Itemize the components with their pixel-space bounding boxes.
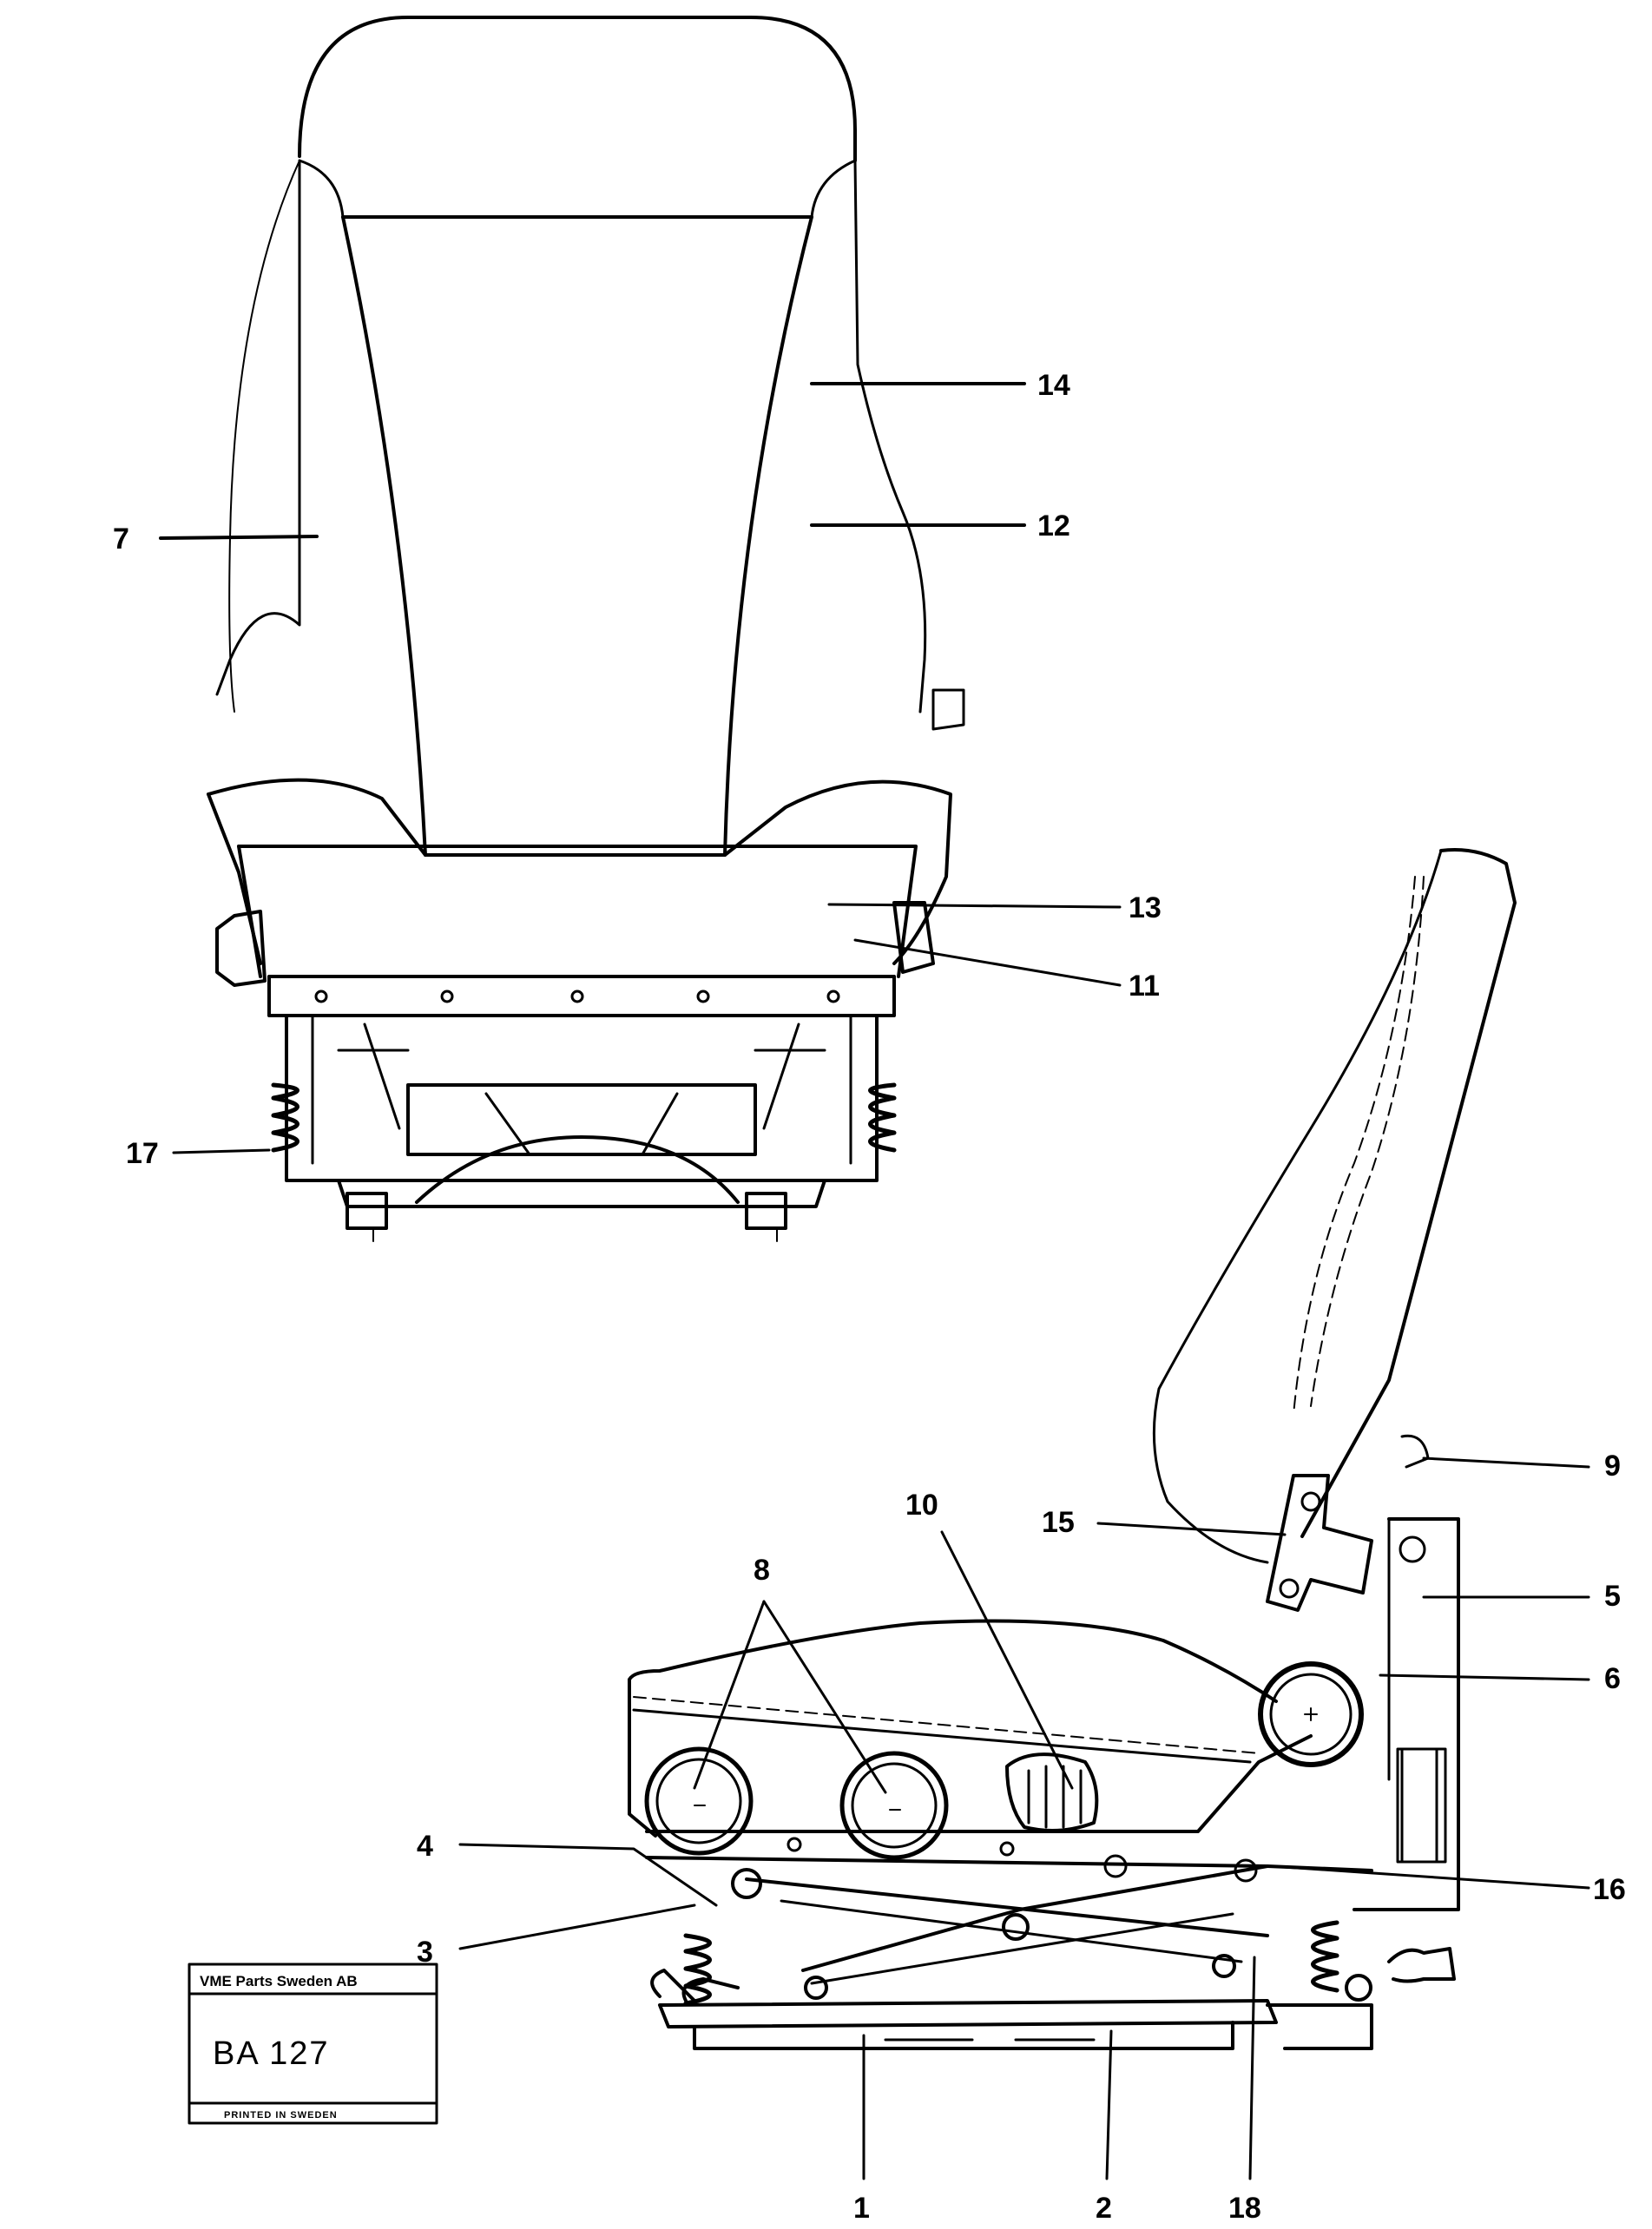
callout-2: 2 (1096, 2192, 1112, 2225)
left-adjust-knob (644, 1746, 754, 1856)
callout-16: 16 (1593, 1873, 1626, 1906)
callout-9: 9 (1604, 1450, 1621, 1483)
right-adjust-knob (839, 1751, 949, 1860)
callout-10: 10 (905, 1489, 938, 1522)
callout-5: 5 (1604, 1580, 1621, 1613)
side-view-seat (628, 848, 1517, 2050)
recline-knob (1258, 1661, 1364, 1767)
stamp-code: BA 127 (213, 2035, 330, 2072)
callout-8: 8 (754, 1554, 770, 1587)
callout-1: 1 (853, 2192, 870, 2225)
callout-labels: 1 2 3 4 5 6 7 8 9 10 11 12 13 14 15 16 1… (113, 369, 1626, 2225)
leader-lines (159, 382, 1590, 2180)
left-spring (271, 1082, 299, 1153)
callout-4: 4 (417, 1830, 433, 1863)
stamp-company: VME Parts Sweden AB (200, 1973, 358, 1989)
callout-15: 15 (1042, 1506, 1075, 1539)
stamp-printed: PRINTED IN SWEDEN (224, 2110, 338, 2121)
callout-18: 18 (1228, 2192, 1261, 2225)
callout-13: 13 (1129, 891, 1162, 924)
callout-12: 12 (1037, 510, 1070, 542)
right-spring (868, 1082, 897, 1153)
parts-stamp: VME Parts Sweden AB BA 127 PRINTED IN SW… (188, 1963, 438, 2125)
callout-3: 3 (417, 1936, 433, 1969)
callout-17: 17 (126, 1137, 159, 1170)
callout-6: 6 (1604, 1662, 1621, 1695)
front-view-seat (207, 16, 965, 1242)
callout-14: 14 (1037, 369, 1070, 402)
frame-bolts (314, 990, 840, 1003)
callout-7: 7 (113, 523, 129, 556)
callout-11: 11 (1129, 970, 1160, 1003)
